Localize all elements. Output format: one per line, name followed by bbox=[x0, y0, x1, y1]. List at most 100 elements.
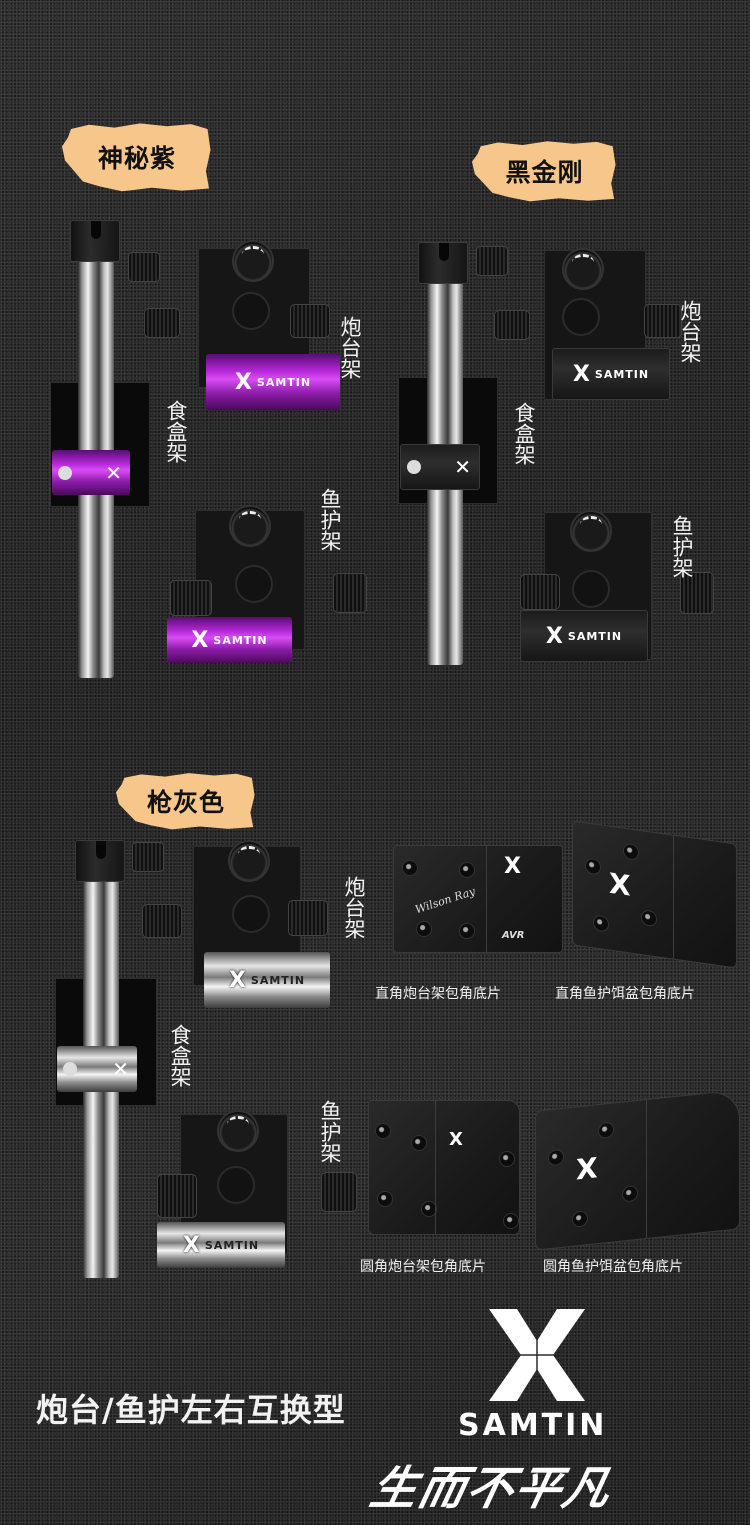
screw-hole-icon bbox=[402, 860, 418, 876]
x-logo-icon: ✕ bbox=[105, 460, 122, 485]
side-knob-icon bbox=[520, 574, 560, 610]
bar-brand: SAMTIN bbox=[213, 633, 268, 647]
screw-hole-icon bbox=[459, 862, 475, 878]
cannon-clamp-purple: X SAMTIN bbox=[140, 240, 340, 420]
bolt-hole-icon bbox=[232, 292, 270, 330]
screw-hole-icon bbox=[593, 914, 609, 933]
x-logo-icon: X bbox=[228, 967, 247, 993]
label-food-rack: 食盒架 bbox=[164, 400, 188, 463]
screw-hole-icon bbox=[499, 1151, 515, 1167]
base-plate-right-angle-fish: X bbox=[572, 820, 737, 969]
caption-right-angle-fish: 直角鱼护饵盆包角底片 bbox=[555, 986, 695, 1002]
bolt-hole-icon bbox=[572, 570, 610, 608]
cap-knob-icon bbox=[476, 246, 508, 276]
x-logo-icon: ✕ bbox=[112, 1057, 129, 1081]
bolt-hole-icon bbox=[235, 565, 273, 603]
screw-hole-icon bbox=[622, 1184, 638, 1203]
dial-icon bbox=[228, 840, 270, 882]
x-logo-icon: X bbox=[576, 1151, 598, 1187]
x-logo-icon bbox=[487, 1307, 587, 1403]
fish-clamp-black: X SAMTIN bbox=[518, 510, 718, 670]
label-fish-rack: 鱼护架 bbox=[318, 1100, 342, 1163]
variant-name: 枪灰色 bbox=[146, 788, 225, 817]
side-knob-icon bbox=[494, 310, 530, 340]
brand-name: SAMTIN bbox=[458, 1408, 608, 1443]
screw-hole-icon bbox=[641, 909, 657, 928]
cannon-clamp-black: X SAMTIN bbox=[492, 248, 692, 408]
cannon-clamp-gray: X SAMTIN bbox=[140, 840, 340, 1010]
collar-pin-icon bbox=[63, 1062, 77, 1076]
pole-cap bbox=[70, 220, 120, 262]
x-logo-icon: ✕ bbox=[454, 455, 471, 479]
bar-brand: SAMTIN bbox=[567, 629, 623, 643]
feature-headline: 炮台/鱼护左右互换型 bbox=[36, 1391, 346, 1429]
cap-knob-icon bbox=[132, 842, 164, 872]
variant-name: 神秘紫 bbox=[97, 144, 176, 173]
label-cannon-rack: 炮台架 bbox=[678, 300, 702, 363]
screw-hole-icon bbox=[585, 857, 601, 876]
screw-hole-icon bbox=[375, 1123, 391, 1139]
fish-clamp-gray: X SAMTIN bbox=[155, 1110, 365, 1270]
x-logo-icon: X bbox=[572, 361, 591, 387]
food-rack-collar: ✕ bbox=[57, 1046, 137, 1092]
screw-hole-icon bbox=[459, 923, 475, 939]
screw-hole-icon bbox=[416, 921, 432, 937]
x-logo-icon: X bbox=[191, 627, 210, 653]
side-knob-icon bbox=[680, 572, 714, 614]
variant-tag-black: 黑金刚 bbox=[472, 141, 616, 202]
bolt-hole-icon bbox=[232, 895, 270, 933]
top-knob-icon bbox=[290, 304, 330, 338]
dial-icon bbox=[232, 240, 274, 282]
label-food-rack: 食盒架 bbox=[512, 402, 536, 465]
screw-hole-icon bbox=[598, 1121, 614, 1140]
bar-brand: SAMTIN bbox=[256, 375, 312, 389]
dial-icon bbox=[570, 510, 612, 552]
top-knob-icon bbox=[644, 304, 682, 338]
x-logo-icon: X bbox=[545, 623, 564, 649]
label-cannon-rack: 炮台架 bbox=[342, 876, 366, 939]
screw-hole-icon bbox=[623, 842, 639, 861]
x-logo-icon: X bbox=[504, 854, 521, 879]
screw-hole-icon bbox=[377, 1191, 393, 1207]
base-plate-round-cannon: X bbox=[368, 1100, 520, 1235]
x-logo-icon: X bbox=[609, 866, 631, 903]
bar-brand: SAMTIN bbox=[594, 367, 650, 381]
avr-mark: AVR bbox=[502, 930, 525, 941]
side-knob-icon bbox=[170, 580, 212, 616]
x-logo-icon: X bbox=[449, 1129, 463, 1150]
screw-hole-icon bbox=[411, 1135, 427, 1151]
collar-pin-icon bbox=[407, 460, 421, 474]
base-plate-right-angle-cannon: X Wilson Ray AVR bbox=[393, 845, 563, 953]
food-rack-collar: ✕ bbox=[52, 450, 130, 495]
screw-hole-icon bbox=[572, 1210, 588, 1228]
dial-icon bbox=[217, 1110, 259, 1152]
bar-brand: SAMTIN bbox=[250, 973, 306, 987]
screw-hole-icon bbox=[503, 1213, 519, 1229]
signature: Wilson Ray bbox=[413, 884, 477, 917]
fish-clamp-purple: X SAMTIN bbox=[165, 505, 375, 665]
bolt-hole-icon bbox=[562, 298, 600, 336]
side-knob-icon bbox=[157, 1174, 197, 1218]
x-logo-icon: X bbox=[234, 369, 253, 395]
screw-hole-icon bbox=[421, 1201, 437, 1217]
variant-name: 黑金刚 bbox=[505, 158, 584, 187]
x-logo-icon: X bbox=[182, 1232, 201, 1258]
variant-tag-gray: 枪灰色 bbox=[116, 773, 255, 830]
base-plate-round-fish: X bbox=[535, 1089, 740, 1251]
brand-slogan: 生而不平凡 bbox=[365, 1461, 618, 1515]
caption-right-angle-cannon: 直角炮台架包角底片 bbox=[375, 986, 501, 1002]
side-knob-icon bbox=[144, 308, 180, 338]
dial-icon bbox=[229, 505, 271, 547]
collar-pin-icon bbox=[58, 465, 72, 480]
variant-tag-purple: 神秘紫 bbox=[62, 123, 211, 192]
pole-cap bbox=[75, 840, 125, 882]
food-rack-collar: ✕ bbox=[400, 444, 480, 490]
dial-icon bbox=[562, 248, 604, 290]
bar-brand: SAMTIN bbox=[204, 1238, 260, 1252]
pole-cap bbox=[418, 242, 468, 284]
label-cannon-rack: 炮台架 bbox=[338, 316, 362, 379]
screw-hole-icon bbox=[548, 1148, 564, 1167]
label-fish-rack: 鱼护架 bbox=[318, 488, 342, 551]
cap-knob-icon bbox=[128, 252, 160, 282]
caption-round-fish: 圆角鱼护饵盆包角底片 bbox=[543, 1259, 683, 1275]
